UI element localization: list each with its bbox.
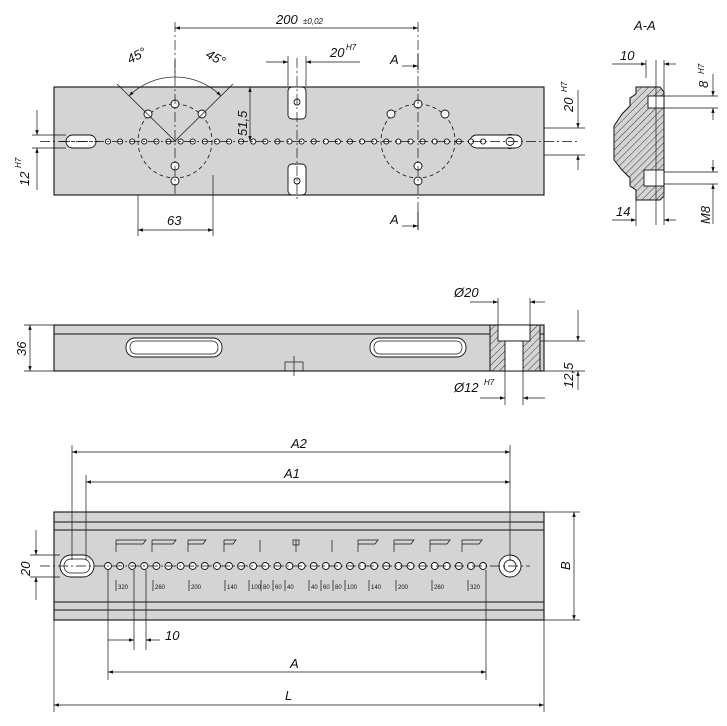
flag-mark xyxy=(461,539,483,552)
section-dim-8: 8 xyxy=(696,80,711,88)
bottom-row-hole xyxy=(249,562,258,570)
section-a-bottom: A xyxy=(389,212,399,227)
dim-left-12: 12 xyxy=(17,171,32,186)
section-dim-m8: M8 xyxy=(698,205,713,224)
dim-top-slot: 20 xyxy=(329,45,345,60)
scale-label: 200 xyxy=(191,585,202,591)
scale-label: 100 xyxy=(251,585,262,591)
top-row-hole xyxy=(250,138,257,145)
scale-label: 80 xyxy=(335,585,342,591)
dim-l: L xyxy=(285,688,292,703)
bottom-flag-marks xyxy=(115,539,483,552)
section-dim-14: 14 xyxy=(616,204,630,219)
dim-right-20: 20 xyxy=(561,97,576,113)
dim-12-5: 12,5 xyxy=(561,362,576,388)
scale-label: 40 xyxy=(287,585,294,591)
dim-left-20: 20 xyxy=(18,561,33,577)
angle-right: 45° xyxy=(204,46,228,68)
scale-label: 140 xyxy=(227,585,238,591)
flag-mark xyxy=(357,539,379,552)
dim-63: 63 xyxy=(167,213,182,228)
flag-mark xyxy=(429,539,451,552)
scale-label: 60 xyxy=(275,585,282,591)
flag-mark xyxy=(115,539,147,552)
side-view: Ø20 Ø12 H7 36 12,5 xyxy=(14,285,585,405)
top-view: 200 ±0,02 20 H7 45° 45° 51,5 A A 20 H7 xyxy=(14,12,585,236)
side-slot-left xyxy=(125,337,223,358)
scale-label: 140 xyxy=(371,585,382,591)
dim-51-5: 51,5 xyxy=(235,110,250,136)
section-title: A-A xyxy=(633,18,656,33)
flag-mark xyxy=(292,539,300,552)
scale-label: 80 xyxy=(263,585,270,591)
section-a-top: A xyxy=(389,52,399,67)
scale-label: 100 xyxy=(347,585,358,591)
dim-200-tol: ±0,02 xyxy=(303,17,324,26)
dim-36: 36 xyxy=(14,341,29,356)
flag-mark xyxy=(151,539,177,552)
flag-mark xyxy=(187,539,207,552)
section-view: A-A 10 8 H7 M8 14 xyxy=(612,18,718,226)
scale-label: 260 xyxy=(155,585,166,591)
dim-d12: Ø12 xyxy=(453,380,479,395)
scale-label: 320 xyxy=(470,585,481,591)
section-dim-10: 10 xyxy=(620,48,635,63)
dim-left-12-fit: H7 xyxy=(14,157,23,168)
section-dim-8-fit: H7 xyxy=(697,63,706,74)
scale-label: 200 xyxy=(398,585,409,591)
flag-mark xyxy=(223,539,237,552)
dim-200: 200 xyxy=(275,12,298,27)
dim-pitch-10: 10 xyxy=(165,628,180,643)
scale-label: 260 xyxy=(434,585,445,591)
flag-mark xyxy=(393,539,415,552)
dim-b: B xyxy=(558,561,573,570)
scale-label: 320 xyxy=(118,585,129,591)
dim-top-slot-fit: H7 xyxy=(346,43,357,52)
scale-label: 40 xyxy=(311,585,318,591)
dim-a: A xyxy=(289,656,299,671)
dim-a1: A1 xyxy=(283,466,300,481)
dim-d12-fit: H7 xyxy=(484,378,495,387)
scale-label: 60 xyxy=(323,585,330,591)
dim-a2: A2 xyxy=(290,436,308,451)
dim-d20: Ø20 xyxy=(453,285,479,300)
dim-right-20-fit: H7 xyxy=(560,81,569,92)
angle-left: 45° xyxy=(124,44,148,66)
side-slot-right xyxy=(369,337,467,358)
